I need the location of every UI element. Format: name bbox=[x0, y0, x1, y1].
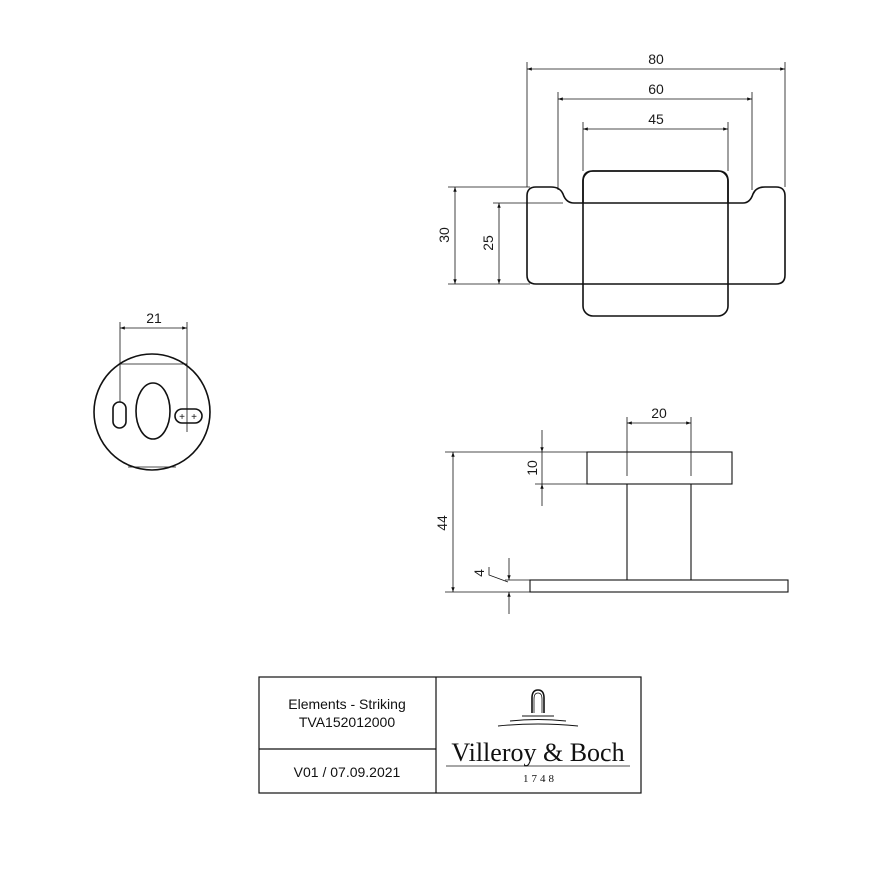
brand-year: 1748 bbox=[523, 773, 557, 785]
side-view: 20 10 44 4 bbox=[434, 405, 789, 614]
core-top-outline bbox=[582, 170, 729, 203]
dim-44-label: 44 bbox=[434, 515, 450, 531]
dim-25-label: 25 bbox=[480, 235, 496, 251]
product-name: Elements - Striking bbox=[288, 696, 405, 712]
article-number: TVA152012000 bbox=[299, 714, 395, 730]
left-slot bbox=[112, 401, 127, 429]
version-date: V01 / 07.09.2021 bbox=[294, 764, 401, 780]
title-block: Elements - Striking TVA152012000 V01 / 0… bbox=[258, 676, 642, 794]
right-slot bbox=[174, 408, 203, 424]
top-view: 80 60 45 30 25 bbox=[436, 51, 786, 317]
dim-20-label: 20 bbox=[651, 405, 667, 421]
dim-45-label: 45 bbox=[648, 111, 664, 127]
dim-30-label: 30 bbox=[436, 227, 452, 243]
dim-21-label: 21 bbox=[146, 310, 162, 326]
main-body-outline bbox=[526, 186, 786, 285]
screw-icon: + bbox=[191, 412, 197, 423]
dim-80-label: 80 bbox=[648, 51, 664, 67]
dim-4-label: 4 bbox=[471, 569, 487, 577]
center-oval bbox=[135, 382, 171, 440]
dim-60-label: 60 bbox=[648, 81, 664, 97]
mount-plate-view: + + 21 bbox=[93, 310, 211, 471]
brand-logo-icon bbox=[497, 689, 579, 727]
plate-circle bbox=[93, 353, 211, 471]
core-block-outline bbox=[582, 170, 729, 317]
top-bar bbox=[586, 451, 733, 485]
screw-icon: + bbox=[179, 412, 185, 423]
brand-name: Villeroy & Boch bbox=[451, 738, 624, 767]
base-plate bbox=[529, 579, 789, 593]
dim-10-label: 10 bbox=[524, 460, 540, 476]
